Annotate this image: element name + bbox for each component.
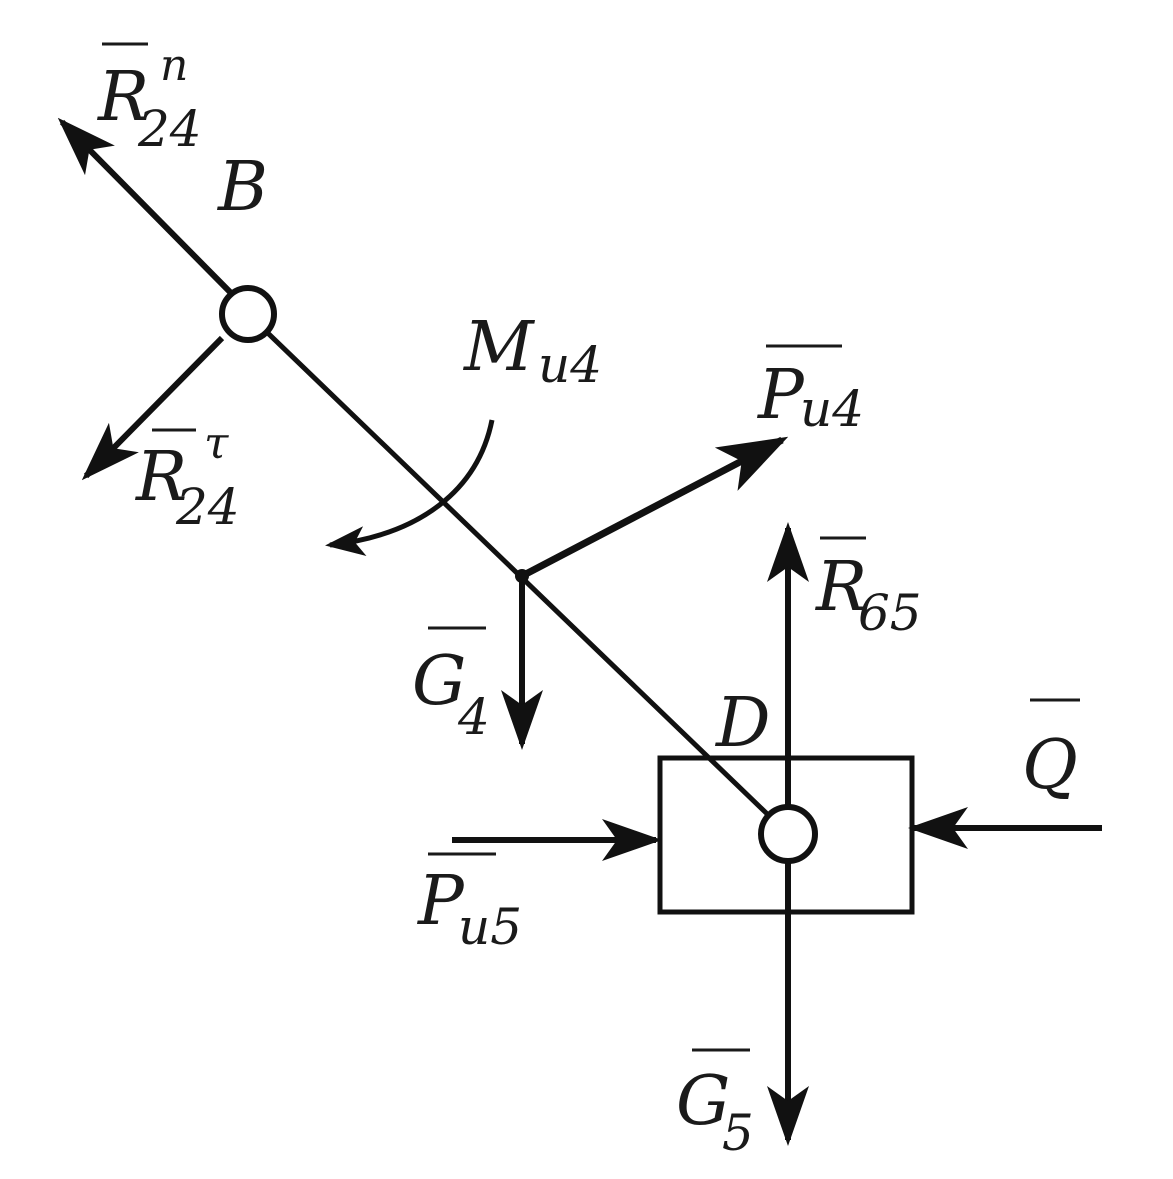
svg-text:24: 24: [175, 478, 240, 536]
svg-text:R: R: [96, 58, 149, 137]
pu4-arrow: [520, 436, 789, 580]
svg-text:R: R: [814, 548, 867, 627]
svg-text:τ: τ: [204, 418, 229, 469]
svg-text:5: 5: [722, 1104, 754, 1162]
r24n-arrow: [57, 117, 233, 295]
r24t-arrow: [81, 335, 225, 481]
svg-text:65: 65: [858, 584, 922, 642]
label-mu4: M u4: [462, 308, 602, 394]
svg-text:G: G: [412, 642, 466, 721]
center-of-mass-4: [515, 569, 529, 583]
svg-text:u5: u5: [458, 898, 522, 956]
label-d: D: [714, 684, 771, 763]
svg-text:u4: u4: [800, 380, 864, 438]
label-r65: R 65: [814, 536, 922, 642]
svg-text:24: 24: [137, 100, 202, 158]
joint-b: [219, 285, 277, 343]
label-q: Q: [1022, 698, 1080, 805]
svg-text:4: 4: [457, 688, 490, 746]
joint-d: [758, 804, 818, 864]
svg-text:R: R: [134, 438, 187, 517]
label-g4: G 4: [412, 626, 490, 746]
label-r24t: R 24 τ: [134, 418, 240, 536]
svg-text:M: M: [462, 308, 536, 387]
svg-text:n: n: [160, 40, 188, 91]
label-pu4: P u4: [756, 344, 864, 438]
svg-text:P: P: [756, 356, 805, 435]
svg-text:P: P: [416, 862, 465, 941]
svg-text:u4: u4: [538, 336, 602, 394]
label-pu5: P u5: [416, 852, 522, 956]
label-b: B: [216, 148, 268, 227]
label-r24n: R 24 n: [96, 40, 202, 158]
svg-text:G: G: [676, 1062, 730, 1141]
label-g5: G 5: [676, 1048, 754, 1162]
mu4-arrow: [325, 419, 495, 557]
svg-text:Q: Q: [1022, 726, 1078, 805]
